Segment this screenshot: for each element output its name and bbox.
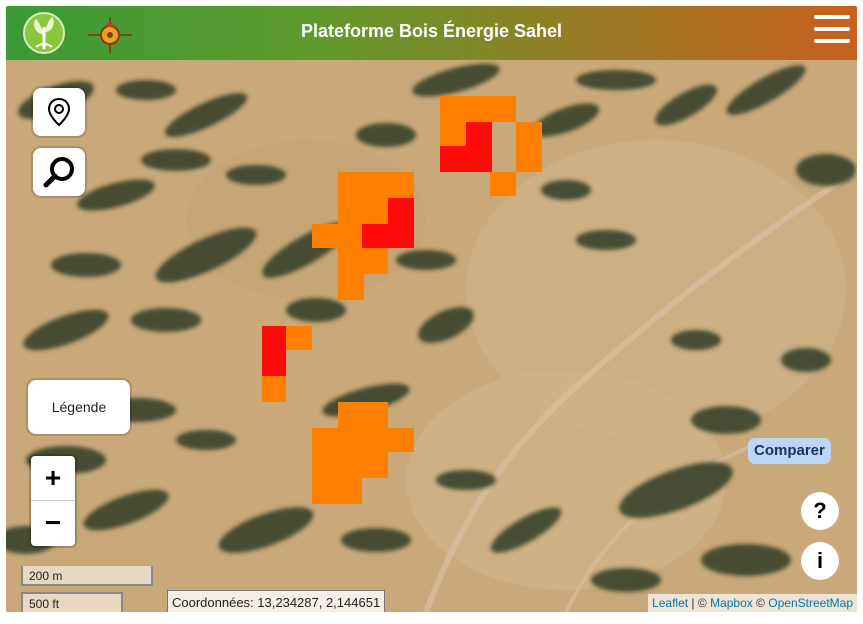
scale-bar-metric: 200 m <box>21 566 153 586</box>
leaflet-link[interactable]: Leaflet <box>652 596 689 610</box>
header-bar: Plateforme Bois Énergie Sahel <box>6 6 857 60</box>
locate-button[interactable] <box>33 88 85 136</box>
compare-button[interactable]: Comparer <box>748 438 831 464</box>
map-view[interactable]: Légende + − Comparer ? i 200 m 500 ft Co… <box>6 60 857 612</box>
info-button[interactable]: i <box>801 542 839 580</box>
search-button[interactable] <box>33 148 85 196</box>
openstreetmap-link[interactable]: OpenStreetMap <box>768 596 853 610</box>
help-button[interactable]: ? <box>801 492 839 530</box>
plant-logo-icon <box>23 12 65 54</box>
app-window: Plateforme Bois Énergie Sahel <box>6 6 857 612</box>
coordinates-display: Coordonnées: 13,234287, 2,144651 <box>167 590 386 612</box>
institution-logo-icon <box>88 17 132 53</box>
app-title: Plateforme Bois Énergie Sahel <box>300 21 563 41</box>
satellite-imagery[interactable] <box>6 60 857 612</box>
zoom-out-button[interactable]: − <box>44 507 62 538</box>
attribution-separator-2: © <box>752 596 769 610</box>
zoom-control: + − <box>31 456 75 546</box>
attribution-separator: | © <box>688 596 711 610</box>
map-attribution: Leaflet | © Mapbox © OpenStreetMap <box>648 594 857 612</box>
zoom-in-button[interactable]: + <box>31 456 75 501</box>
menu-icon[interactable] <box>814 15 850 49</box>
search-icon <box>43 157 74 188</box>
overlay-cells <box>262 96 542 504</box>
mapbox-link[interactable]: Mapbox <box>710 596 753 610</box>
legend-button[interactable]: Légende <box>28 380 130 434</box>
scale-bar-imperial: 500 ft <box>21 592 123 612</box>
location-pin-icon <box>47 97 71 127</box>
